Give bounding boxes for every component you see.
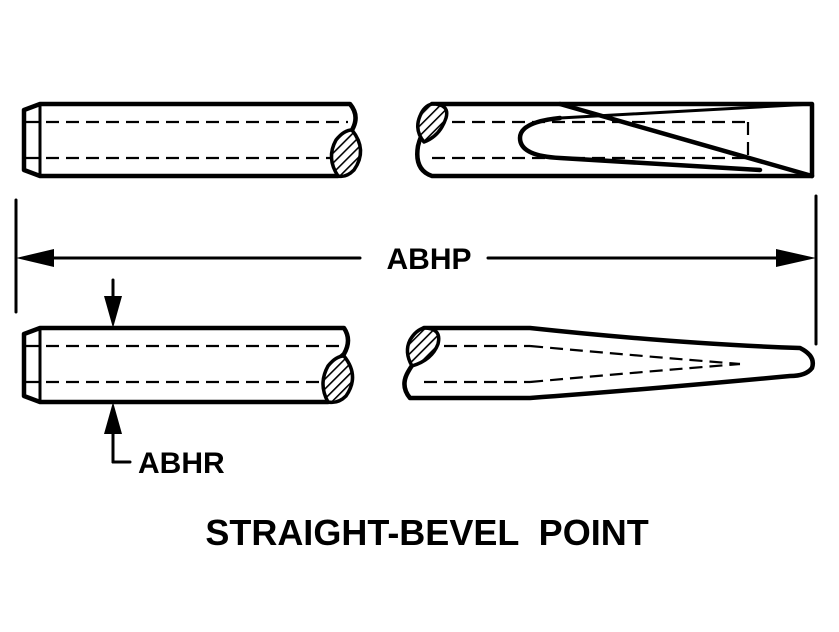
top-right-point	[415, 101, 815, 179]
abhp-dimension: ABHP	[14, 194, 818, 346]
arrowhead-right	[776, 249, 816, 267]
bottom-left-shank	[21, 325, 355, 405]
abhr-label: ABHR	[138, 447, 225, 480]
bottom-right-point	[402, 325, 815, 401]
arrowhead-left	[16, 249, 54, 267]
top-right-break-section	[416, 102, 449, 144]
abhr-dimension: ABHR	[104, 278, 225, 480]
abhp-label: ABHP	[386, 243, 471, 276]
bottom-left-break-section	[321, 354, 355, 405]
bottom-right-break-section	[405, 326, 441, 368]
top-left-shank	[21, 101, 363, 179]
bottom-view	[21, 325, 815, 405]
drawing-caption: STRAIGHT-BEVEL POINT	[205, 512, 648, 553]
abhr-top-arrowhead	[104, 296, 122, 328]
abhr-bottom-arrowhead	[104, 402, 122, 434]
top-left-break-section	[329, 128, 363, 179]
top-view	[21, 101, 815, 179]
